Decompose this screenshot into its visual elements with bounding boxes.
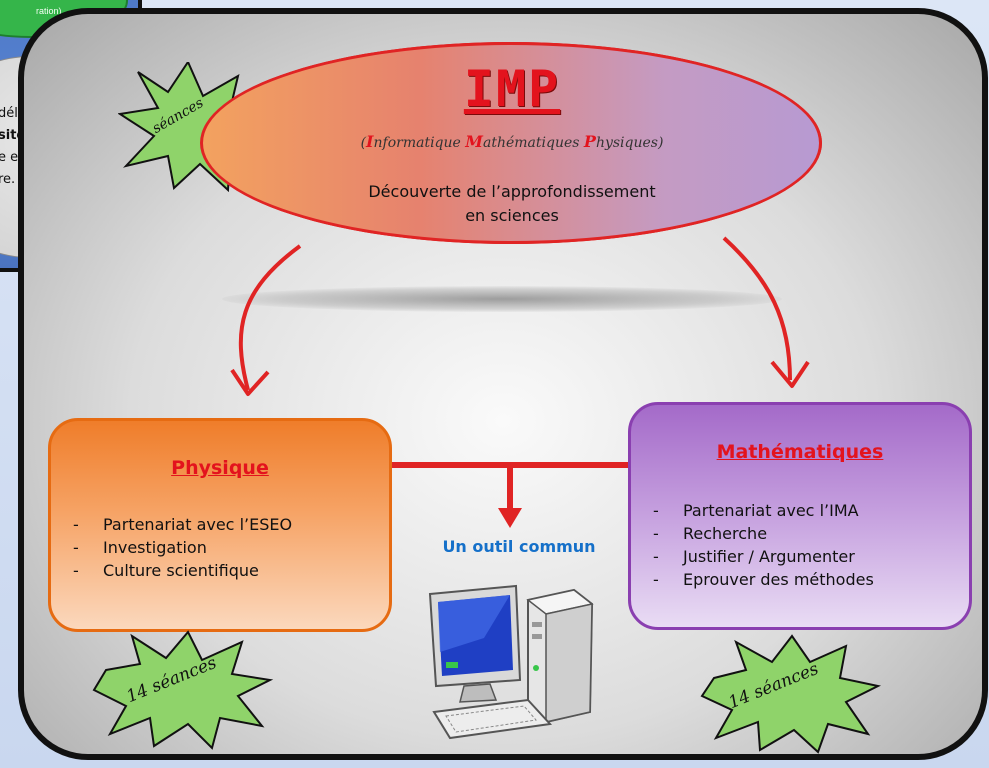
burst-shape: [92, 630, 274, 750]
shadow-bar: [222, 286, 782, 312]
physique-title: Physique: [171, 457, 269, 479]
imp-description: Découverte de l’approfondissement en sci…: [0, 180, 989, 228]
arrow-head-physique: [230, 368, 270, 396]
list-item: -Investigation: [73, 538, 207, 557]
list-item: -Partenariat avec l’ESEO: [73, 515, 293, 534]
imp-subtitle-part: (: [360, 135, 367, 151]
physique-list: -Partenariat avec l’ESEO -Investigation …: [73, 513, 292, 582]
imp-subtitle-initial: I: [366, 132, 374, 151]
math-seances-burst: [700, 634, 882, 754]
computer-icon: [428, 584, 594, 740]
list-item: -Culture scientifique: [73, 561, 259, 580]
arrow-to-physique: [238, 244, 302, 391]
list-item: -Recherche: [653, 524, 768, 543]
outil-label: Un outil commun: [442, 537, 596, 556]
imp-subtitle-initial: P: [583, 132, 596, 151]
physique-box: Physique -Partenariat avec l’ESEO -Inves…: [48, 418, 392, 632]
mathematiques-title: Mathématiques: [716, 441, 884, 463]
back-green-text: ration): [36, 6, 62, 16]
imp-subtitle: (Informatique Mathématiques Physiques): [0, 132, 989, 151]
imp-subtitle-part: hysiques): [595, 135, 664, 151]
imp-title: IMP: [463, 60, 561, 118]
physique-seances-burst: [92, 630, 274, 750]
back-line-4: re.: [0, 172, 16, 187]
list-item: -Partenariat avec l’IMA: [653, 501, 859, 520]
arrow-to-math: [722, 236, 792, 381]
imp-ellipse-overlay: [200, 42, 822, 244]
list-item: -Justifier / Argumenter: [653, 547, 855, 566]
imp-subtitle-part: athématiques: [483, 135, 584, 151]
imp-subtitle-part: nformatique: [373, 135, 466, 151]
list-item: -Eprouver des méthodes: [653, 570, 874, 589]
mathematiques-box: Mathématiques -Partenariat avec l’IMA -R…: [628, 402, 972, 630]
mathematiques-list: -Partenariat avec l’IMA -Recherche -Just…: [653, 499, 874, 591]
arrow-head-math: [770, 360, 810, 388]
imp-subtitle-initial: M: [465, 132, 483, 151]
burst-shape: [700, 634, 882, 754]
connector-arrowhead: [498, 508, 522, 528]
imp-desc-line-2: en sciences: [465, 206, 559, 225]
imp-desc-line-1: Découverte de l’approfondissement: [368, 182, 656, 201]
